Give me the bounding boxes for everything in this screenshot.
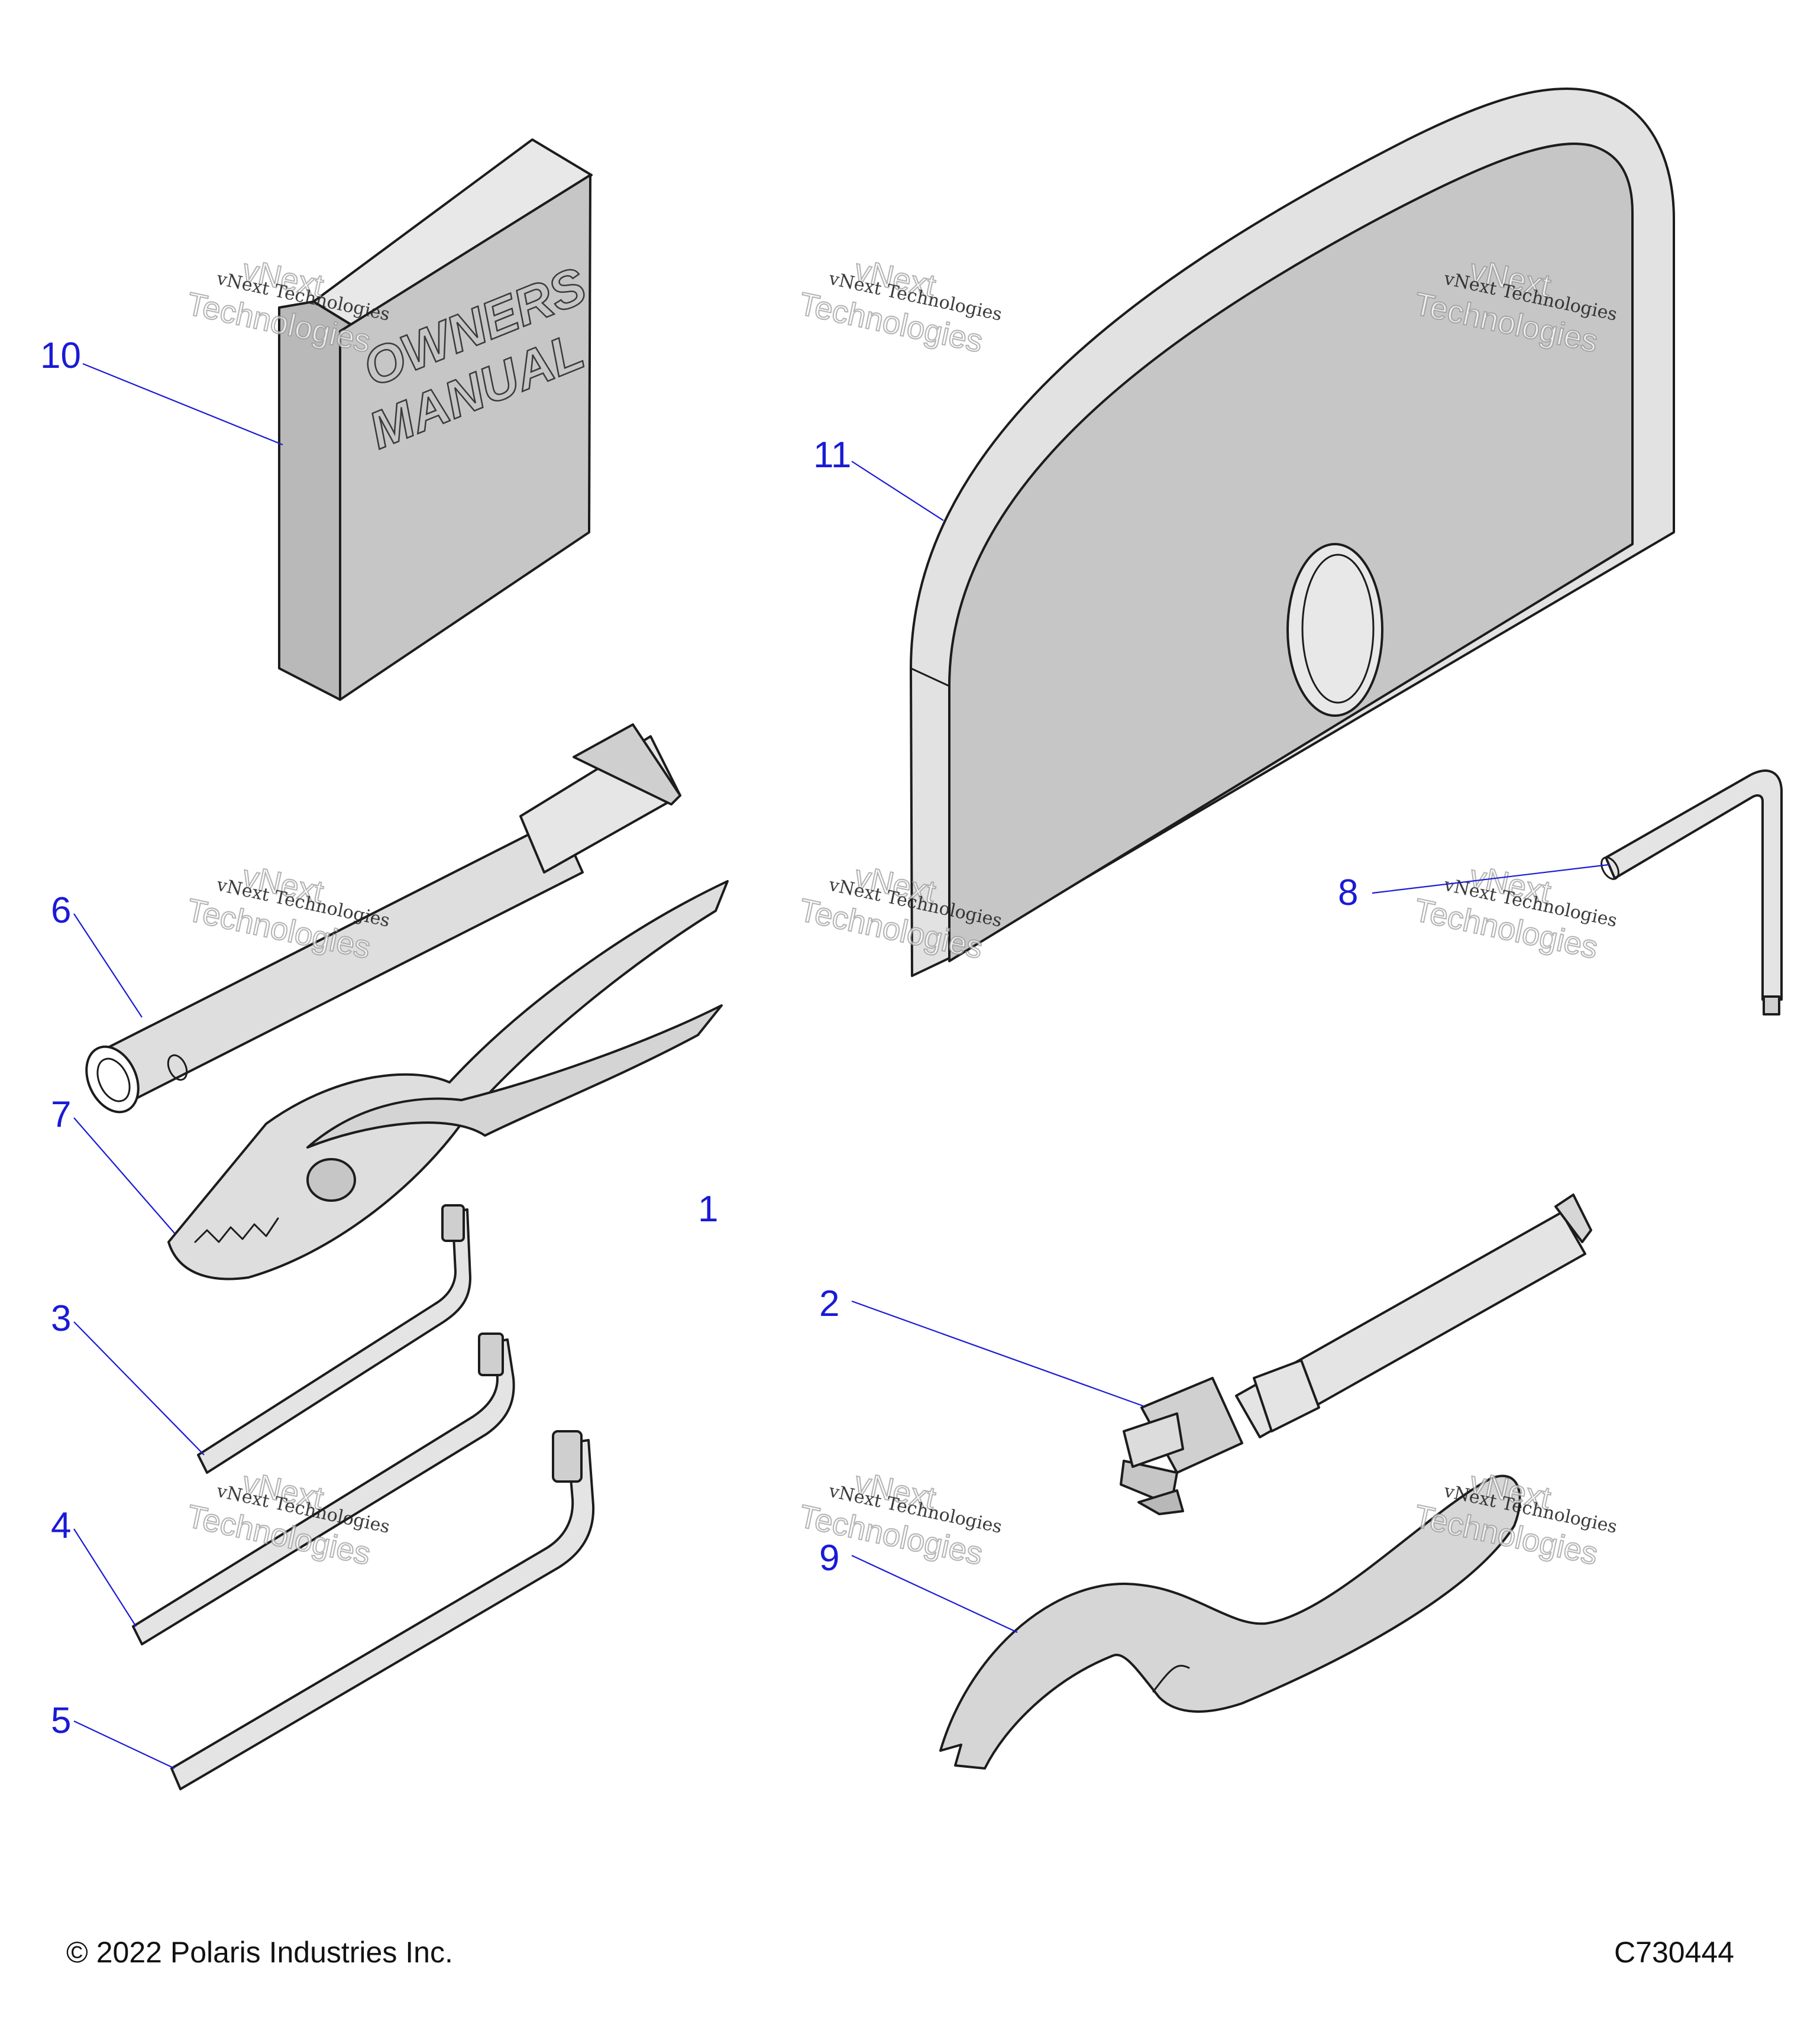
leader-3 bbox=[73, 1321, 205, 1456]
watermark: vNext Technologies vNext Technologies bbox=[796, 252, 1004, 360]
part-pliers bbox=[167, 880, 729, 1280]
leader-11 bbox=[851, 461, 944, 521]
pouch-grommet bbox=[1286, 543, 1383, 717]
leader-lines bbox=[73, 363, 1609, 1769]
callout-6: 6 bbox=[51, 890, 71, 931]
part-spanner-wrench bbox=[939, 1474, 1521, 1770]
leader-9 bbox=[851, 1555, 1018, 1633]
callout-8: 8 bbox=[1338, 872, 1358, 913]
callout-7: 7 bbox=[51, 1094, 71, 1135]
callout-9: 9 bbox=[819, 1538, 839, 1579]
leader-10 bbox=[82, 363, 283, 446]
part-spark-plug-socket bbox=[85, 723, 681, 1114]
part-owners-manual: OWNERS MANUAL bbox=[278, 138, 595, 701]
part-torx-key-large bbox=[170, 1430, 595, 1790]
part-torx-key-small bbox=[197, 1204, 471, 1474]
callout-1: 1 bbox=[698, 1189, 718, 1230]
callout-11: 11 bbox=[813, 435, 851, 476]
watermark: vNext Technologies vNext Technologies bbox=[183, 1464, 392, 1573]
part-extension-handle bbox=[1120, 1194, 1592, 1515]
leader-7 bbox=[73, 1117, 175, 1234]
callout-2: 2 bbox=[819, 1283, 839, 1324]
leader-5 bbox=[73, 1720, 175, 1769]
copyright-text: © 2022 Polaris Industries Inc. bbox=[66, 1936, 453, 1969]
leader-8 bbox=[1372, 863, 1609, 894]
figure-code: C730444 bbox=[1614, 1936, 1734, 1969]
callout-labels: 10 11 6 7 1 3 2 4 9 5 8 bbox=[40, 335, 1358, 1741]
leader-6 bbox=[73, 913, 143, 1018]
callout-5: 5 bbox=[51, 1700, 71, 1741]
callout-10: 10 bbox=[40, 335, 81, 376]
part-tool-pouch bbox=[910, 87, 1675, 977]
leader-2 bbox=[851, 1300, 1145, 1408]
leader-4 bbox=[73, 1528, 137, 1627]
watermark: vNext Technologies vNext Technologies bbox=[183, 858, 392, 966]
callout-4: 4 bbox=[51, 1505, 71, 1546]
callout-3: 3 bbox=[51, 1298, 71, 1339]
part-torx-key-medium bbox=[132, 1333, 515, 1645]
part-hex-key bbox=[1601, 769, 1783, 1015]
